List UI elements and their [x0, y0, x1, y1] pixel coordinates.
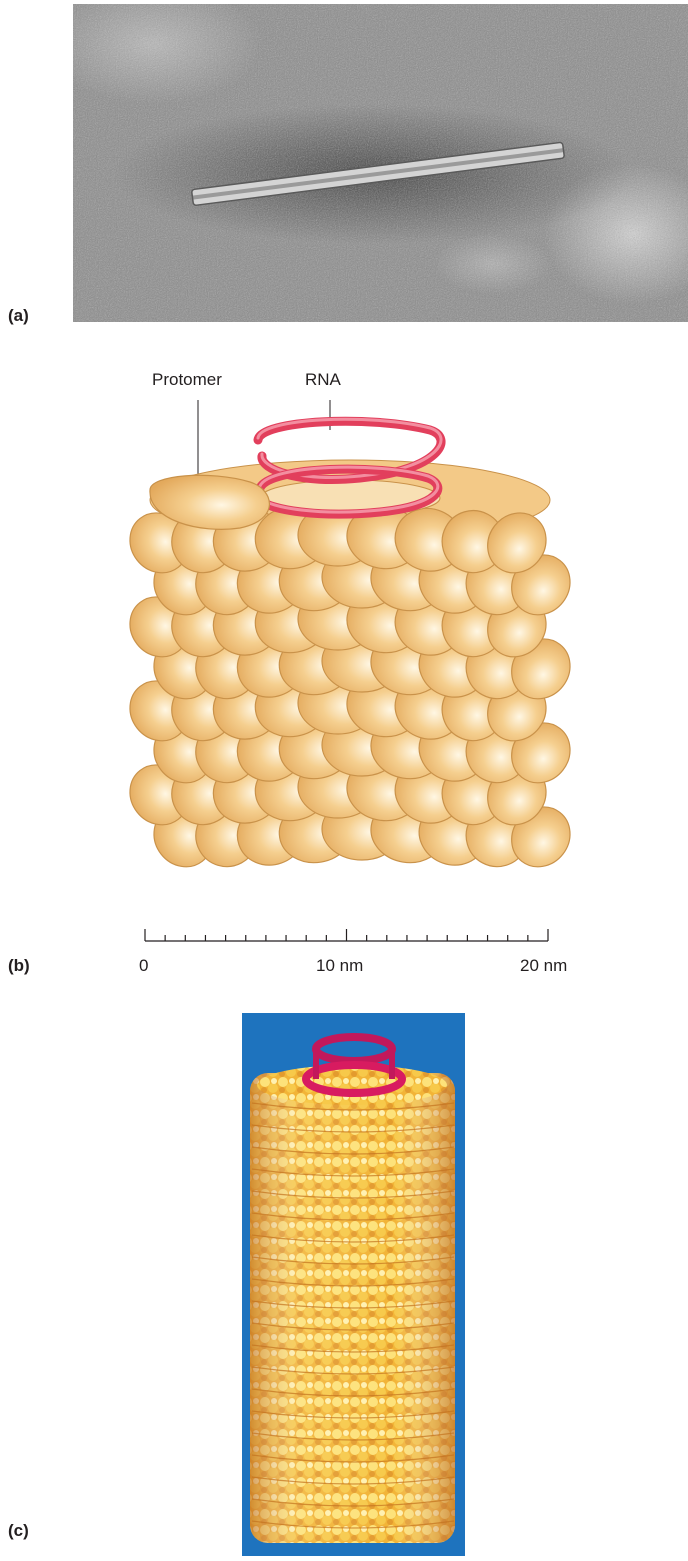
molecular-model	[242, 1013, 465, 1556]
panel-label-c: (c)	[8, 1521, 29, 1541]
scale-tick-label-20: 20 nm	[520, 956, 567, 976]
scale-tick-label-10: 10 nm	[316, 956, 363, 976]
panel-label-a: (a)	[8, 306, 29, 326]
electron-micrograph	[73, 4, 688, 322]
panel-label-b: (b)	[8, 956, 30, 976]
scale-tick-label-0: 0	[139, 956, 148, 976]
capsid-diagram	[110, 360, 590, 920]
scale-bar: 0 10 nm 20 nm	[120, 925, 580, 985]
